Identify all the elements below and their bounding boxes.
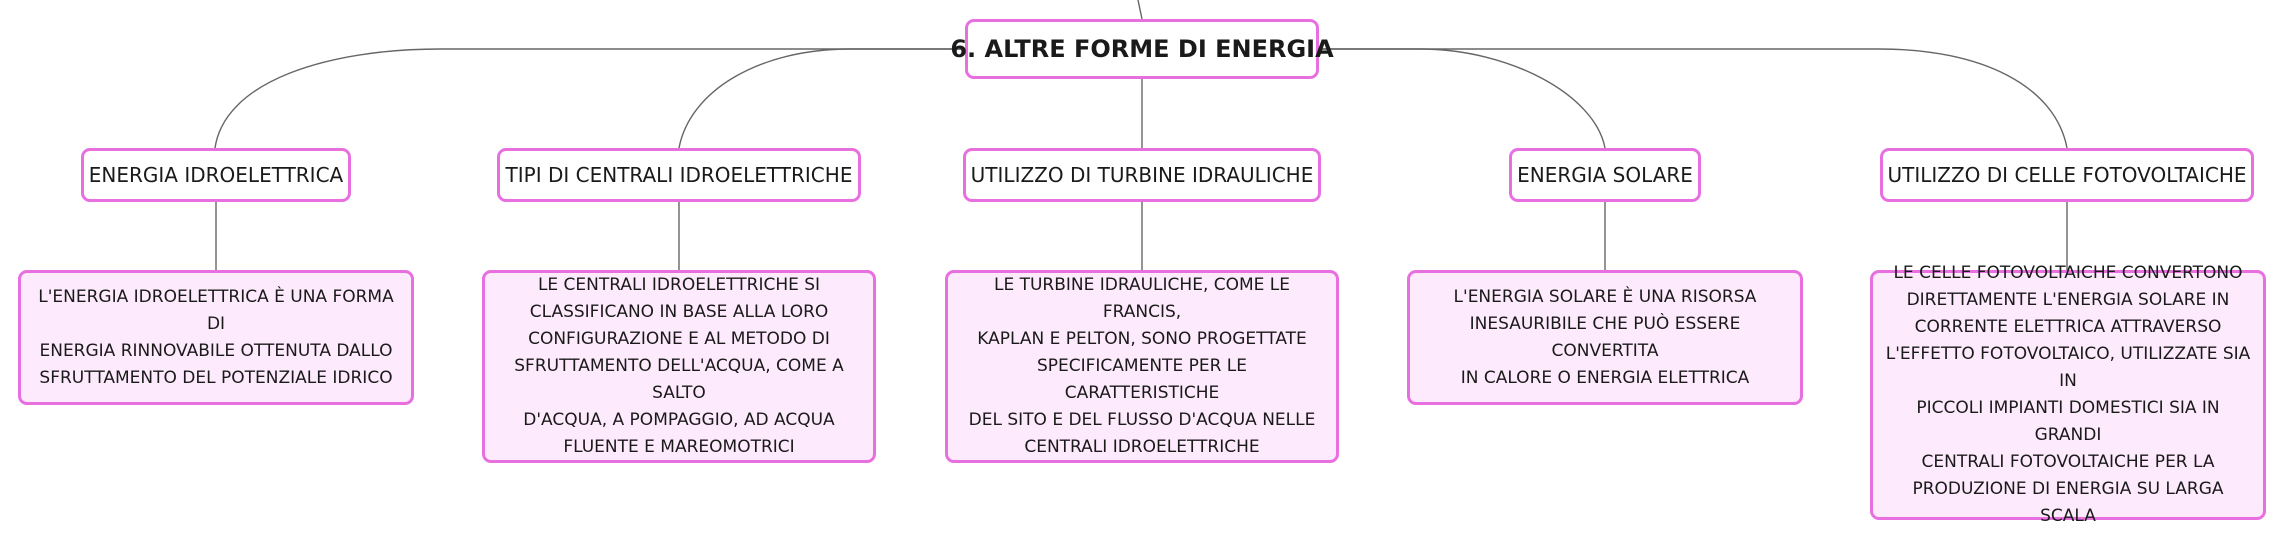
description-tipi-di-centrali[interactable]: LE CENTRALI IDROELETTRICHE SI CLASSIFICA… xyxy=(482,270,876,463)
description-text: LE CENTRALI IDROELETTRICHE SI CLASSIFICA… xyxy=(495,272,863,461)
text-line: SPECIFICAMENTE PER LE CARATTERISTICHE xyxy=(1036,356,1248,403)
description-energia-idroelettrica[interactable]: L'ENERGIA IDROELETTRICA È UNA FORMA DI E… xyxy=(18,270,414,405)
text-line: D'ACQUA, A POMPAGGIO, AD ACQUA xyxy=(523,410,835,430)
text-line: IN CALORE O ENERGIA ELETTRICA xyxy=(1460,367,1750,388)
text-line: FLUENTE E MAREOMOTRICI xyxy=(563,437,795,457)
text-line: L'EFFETTO FOTOVOLTAICO, UTILIZZATE SIA I… xyxy=(1885,344,2251,391)
description-energia-solare[interactable]: L'ENERGIA SOLARE È UNA RISORSA INESAURIB… xyxy=(1407,270,1803,405)
text-line: L'ENERGIA SOLARE È UNA RISORSA xyxy=(1453,286,1757,307)
connector-root-topic-1 xyxy=(214,48,965,149)
topic-celle-fotovoltaiche[interactable]: UTILIZZO DI CELLE FOTOVOLTAICHE xyxy=(1880,148,2254,202)
text-line: CENTRALI FOTOVOLTAICHE PER LA xyxy=(1921,452,2215,472)
topic-tipi-di-centrali[interactable]: TIPI DI CENTRALI IDROELETTRICHE xyxy=(497,148,861,202)
text-line: CONFIGURAZIONE E AL METODO DI xyxy=(528,329,830,349)
description-text: L'ENERGIA IDROELETTRICA È UNA FORMA DI E… xyxy=(31,284,401,392)
text-line: LE TURBINE IDRAULICHE, COME LE FRANCIS, xyxy=(993,275,1291,322)
connector-incoming xyxy=(1137,0,1143,20)
text-line: CENTRALI IDROELETTRICHE xyxy=(1024,437,1260,457)
connector-root-topic-2 xyxy=(678,48,965,149)
text-line: LE CENTRALI IDROELETTRICHE SI xyxy=(537,275,821,295)
description-text: L'ENERGIA SOLARE È UNA RISORSA INESAURIB… xyxy=(1420,284,1790,392)
text-line: CORRENTE ELETTRICA ATTRAVERSO xyxy=(1914,317,2222,337)
text-line: PRODUZIONE DI ENERGIA SU LARGA SCALA xyxy=(1912,479,2224,526)
description-celle-fotovoltaiche[interactable]: LE CELLE FOTOVOLTAICHE CONVERTONO DIRETT… xyxy=(1870,263,2266,526)
text-line: L'ENERGIA IDROELETTRICA È UNA FORMA DI xyxy=(38,286,394,334)
text-line: LE CELLE FOTOVOLTAICHE CONVERTONO xyxy=(1893,263,2243,283)
description-turbine-idrauliche[interactable]: LE TURBINE IDRAULICHE, COME LE FRANCIS, … xyxy=(945,270,1339,463)
description-text: LE TURBINE IDRAULICHE, COME LE FRANCIS, … xyxy=(958,272,1326,461)
topic-turbine-idrauliche[interactable]: UTILIZZO DI TURBINE IDRAULICHE xyxy=(963,148,1321,202)
topic-energia-solare[interactable]: ENERGIA SOLARE xyxy=(1509,148,1701,202)
text-line: DIRETTAMENTE L'ENERGIA SOLARE IN xyxy=(1906,290,2230,310)
text-line: SFRUTTAMENTO DELL'ACQUA, COME A SALTO xyxy=(514,356,844,403)
text-line: INESAURIBILE CHE PUÒ ESSERE CONVERTITA xyxy=(1469,313,1741,361)
topic-energia-idroelettrica[interactable]: ENERGIA IDROELETTRICA xyxy=(81,148,351,202)
description-text: LE CELLE FOTOVOLTAICHE CONVERTONO DIRETT… xyxy=(1883,260,2253,530)
text-line: SFRUTTAMENTO DEL POTENZIALE IDRICO xyxy=(39,367,393,388)
text-line: ENERGIA RINNOVABILE OTTENUTA DALLO xyxy=(39,340,393,361)
connector-root-topic-4 xyxy=(1319,48,1606,149)
text-line: KAPLAN E PELTON, SONO PROGETTATE xyxy=(977,329,1307,349)
connector-root-topic-5 xyxy=(1319,48,2068,149)
text-line: CLASSIFICANO IN BASE ALLA LORO xyxy=(529,302,829,322)
text-line: DEL SITO E DEL FLUSSO D'ACQUA NELLE xyxy=(968,410,1316,430)
text-line: PICCOLI IMPIANTI DOMESTICI SIA IN GRANDI xyxy=(1916,398,2220,445)
root-topic[interactable]: 6. ALTRE FORME DI ENERGIA xyxy=(950,19,1334,79)
